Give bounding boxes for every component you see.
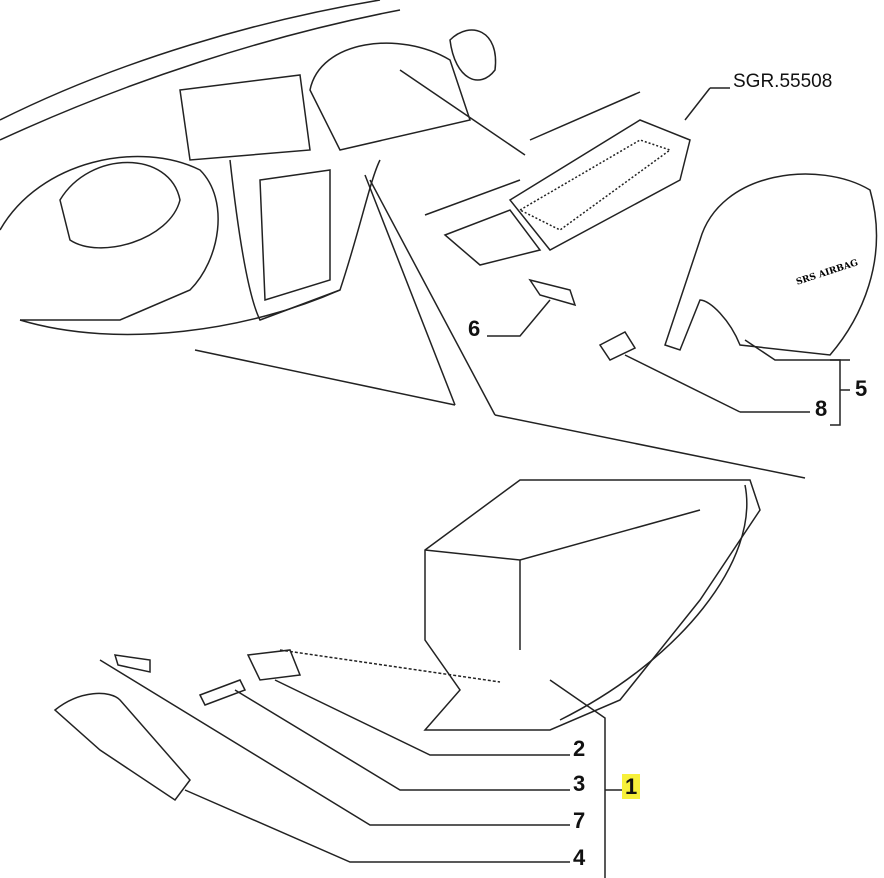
airbag-module-drawing <box>443 87 730 266</box>
callout-3: 3 <box>573 771 586 796</box>
callout-6: 6 <box>468 316 481 341</box>
callout-1: 1 <box>622 774 641 799</box>
callout-7: 7 <box>573 808 586 833</box>
glove-box-drawing <box>423 479 761 731</box>
callout-4: 4 <box>573 845 586 870</box>
callout-5: 5 <box>855 376 868 401</box>
dashboard-drawing <box>0 0 497 336</box>
callout-2: 2 <box>573 736 586 761</box>
callout-8: 8 <box>815 396 828 421</box>
reference-code: SGR.55508 <box>733 71 833 92</box>
